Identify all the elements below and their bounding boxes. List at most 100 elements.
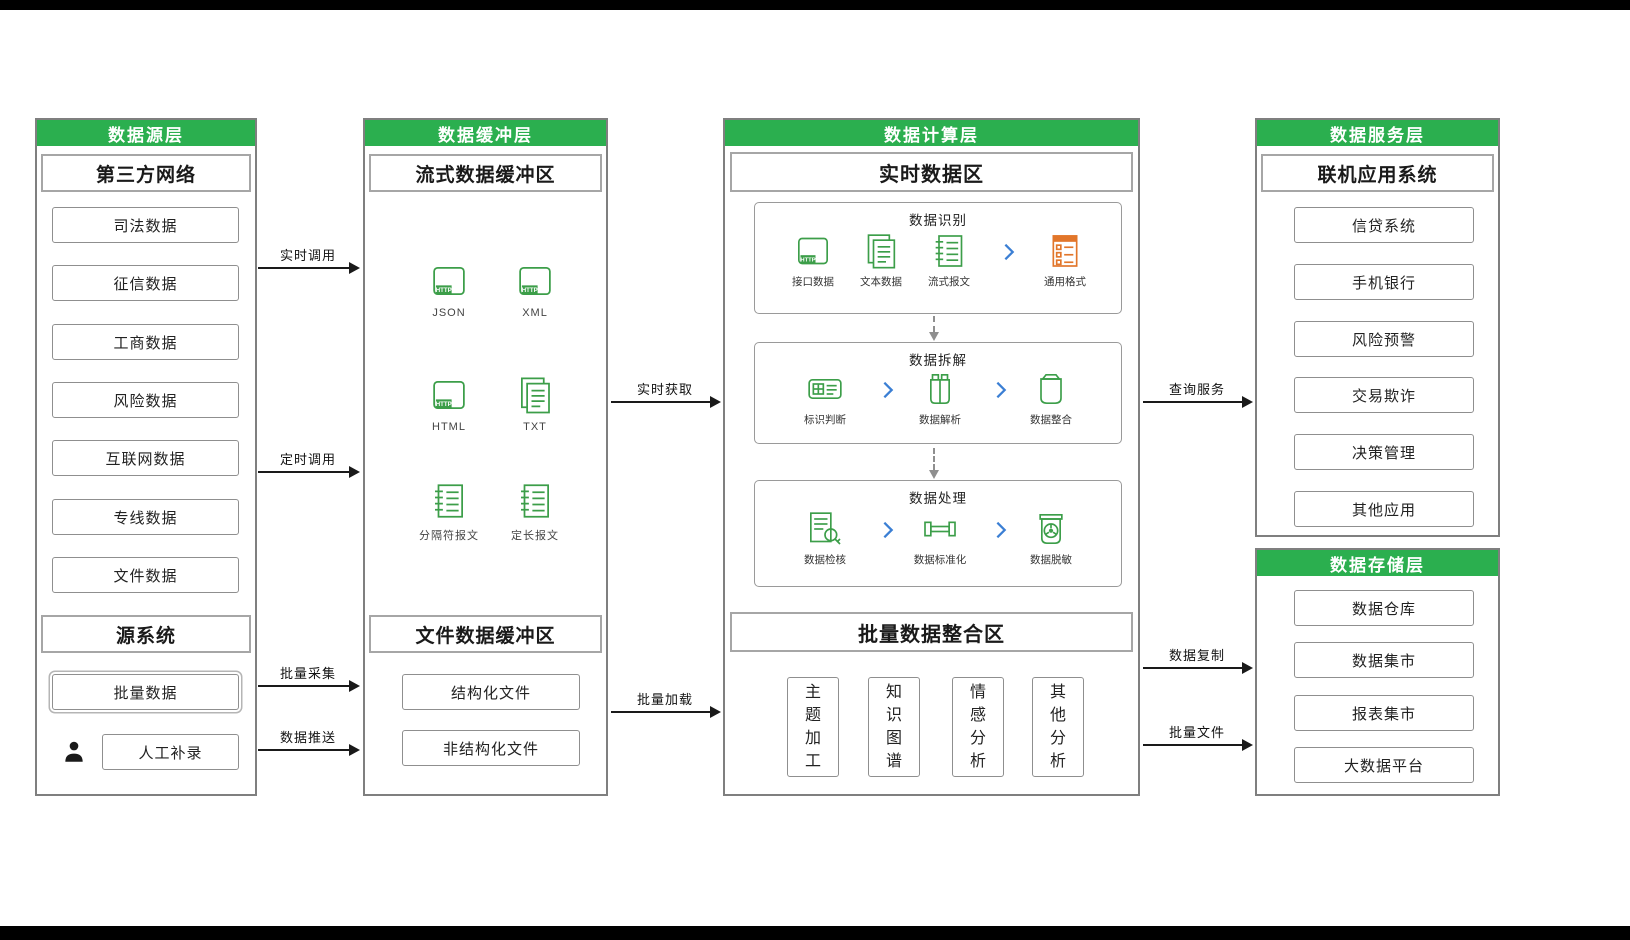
recognition-stream-message: 流式报文 [919, 231, 979, 289]
node-decision-management: 决策管理 [1294, 434, 1474, 470]
node-file-data: 文件数据 [52, 557, 239, 593]
chevron-right-icon [990, 519, 1012, 541]
node-mobile-banking: 手机银行 [1294, 264, 1474, 300]
arrow-data-copy: 数据复制 [1143, 648, 1253, 674]
icon-label: 数据解析 [919, 414, 961, 426]
icon-label: 数据检核 [804, 554, 846, 566]
compute-layer-header: 数据计算层 [725, 120, 1138, 146]
storage-layer-panel: 数据存储层 数据仓库 数据集市 报表集市 大数据平台 [1255, 548, 1500, 796]
chevron-right-icon [990, 379, 1012, 401]
disassembly-data-merge: 数据整合 [1021, 369, 1081, 427]
service-layer-panel: 数据服务层 联机应用系统 信贷系统 手机银行 风险预警 交易欺诈 决策管理 其他… [1255, 118, 1500, 537]
icon-label: 文本数据 [860, 276, 902, 288]
stream-item-label: 分隔符报文 [419, 530, 479, 542]
http-icon [793, 231, 833, 271]
service-layer-header: 数据服务层 [1257, 120, 1498, 146]
node-report-mart: 报表集市 [1294, 695, 1474, 731]
stream-item-label: XML [522, 307, 548, 319]
data-disassembly-box: 数据拆解 标识判断 数据解析 数据整合 [754, 342, 1122, 444]
node-knowledge-graph: 知识图谱 [868, 677, 920, 777]
arrow-query-service: 查询服务 [1143, 382, 1253, 408]
arrow-label: 批量加载 [636, 692, 694, 707]
chevron-right-icon [998, 241, 1020, 263]
node-unstructured-file: 非结构化文件 [402, 730, 580, 766]
http-icon [428, 260, 470, 302]
vnode-label: 其他分析 [1049, 683, 1066, 771]
arrow-batch-file: 批量文件 [1143, 725, 1253, 751]
arrow-label: 查询服务 [1168, 382, 1226, 397]
stream-item-fixed-length-message: 定长报文 [503, 480, 567, 543]
source-layer-panel: 数据源层 第三方网络 司法数据 征信数据 工商数据 风险数据 互联网数据 专线数… [35, 118, 257, 796]
node-business-data: 工商数据 [52, 324, 239, 360]
arrow-label: 批量采集 [279, 666, 337, 681]
data-recognition-box: 数据识别 接口数据 文本数据 流式报文 通用格式 [754, 202, 1122, 314]
icon-label: 通用格式 [1044, 276, 1086, 288]
data-processing-box: 数据处理 数据检核 数据标准化 数据脱敏 [754, 480, 1122, 587]
node-theme-processing: 主题加工 [787, 677, 839, 777]
person-icon [61, 739, 87, 765]
stream-item-label: 定长报文 [511, 530, 559, 542]
letterbox-bottom [0, 926, 1630, 940]
http-icon [514, 260, 556, 302]
icon-label: 数据整合 [1030, 414, 1072, 426]
arrow-batch-load: 批量加载 [611, 692, 721, 718]
chevron-right-icon [877, 519, 899, 541]
letterbox-top [0, 0, 1630, 10]
icon-label: 标识判断 [804, 414, 846, 426]
notebook-icon [428, 480, 470, 522]
stream-item-xml: XML [503, 260, 567, 319]
icon-label: 数据标准化 [913, 554, 967, 566]
data-disassembly-title: 数据拆解 [909, 353, 967, 368]
arrow-realtime-call: 实时调用 [258, 248, 360, 274]
vnode-label: 情感分析 [969, 683, 986, 771]
node-structured-file: 结构化文件 [402, 674, 580, 710]
vnode-label: 主题加工 [804, 683, 821, 771]
buffer-layer-header: 数据缓冲层 [365, 120, 606, 146]
source-layer-header: 数据源层 [37, 120, 255, 146]
stream-item-label: HTML [432, 421, 466, 433]
arrow-label: 实时调用 [279, 248, 337, 263]
arrow-label: 定时调用 [279, 452, 337, 467]
stamp-icon [805, 369, 845, 409]
arrow-scheduled-call: 定时调用 [258, 452, 360, 478]
mask-jar-icon [1031, 509, 1071, 549]
processing-data-check: 数据检核 [795, 509, 855, 567]
disassembly-data-parse: 数据解析 [910, 369, 970, 427]
node-other-analysis: 其他分析 [1032, 677, 1084, 777]
stream-item-html: HTML [417, 374, 481, 433]
compute-layer-panel: 数据计算层 实时数据区 数据识别 接口数据 文本数据 流式报文 通用格式 [723, 118, 1140, 796]
document-icon [514, 374, 556, 416]
arrow-label: 数据推送 [279, 730, 337, 745]
third-party-network-title: 第三方网络 [41, 154, 251, 192]
node-risk-warning: 风险预警 [1294, 321, 1474, 357]
arrow-label: 批量文件 [1168, 725, 1226, 740]
node-data-warehouse: 数据仓库 [1294, 590, 1474, 626]
node-batch-data: 批量数据 [52, 674, 239, 710]
stream-item-txt: TXT [503, 374, 567, 433]
flow-arrow-down [928, 316, 939, 341]
node-bigdata-platform: 大数据平台 [1294, 747, 1474, 783]
node-credit-system: 信贷系统 [1294, 207, 1474, 243]
split-jar-icon [920, 369, 960, 409]
checklist-icon [1045, 231, 1085, 271]
arrow-realtime-fetch: 实时获取 [611, 382, 721, 408]
arrow-label: 数据复制 [1168, 648, 1226, 663]
buffer-layer-panel: 数据缓冲层 流式数据缓冲区 JSON XML HTML TXT 分隔符报文 定长… [363, 118, 608, 796]
jar-icon [1031, 369, 1071, 409]
arrow-data-push: 数据推送 [258, 730, 360, 756]
processing-data-mask: 数据脱敏 [1021, 509, 1081, 567]
recognition-universal-format: 通用格式 [1035, 231, 1095, 289]
node-manual-entry: 人工补录 [102, 734, 239, 770]
recognition-interface-data: 接口数据 [783, 231, 843, 289]
icon-label: 接口数据 [792, 276, 834, 288]
flow-arrow-down [928, 448, 939, 479]
stream-item-delimiter-message: 分隔符报文 [417, 480, 481, 543]
icon-label: 数据脱敏 [1030, 554, 1072, 566]
node-sentiment-analysis: 情感分析 [952, 677, 1004, 777]
node-dedicated-line-data: 专线数据 [52, 499, 239, 535]
document-key-icon [805, 509, 845, 549]
arrow-batch-collect: 批量采集 [258, 666, 360, 692]
chevron-right-icon [877, 379, 899, 401]
document-icon [861, 231, 901, 271]
icon-label: 流式报文 [928, 276, 970, 288]
